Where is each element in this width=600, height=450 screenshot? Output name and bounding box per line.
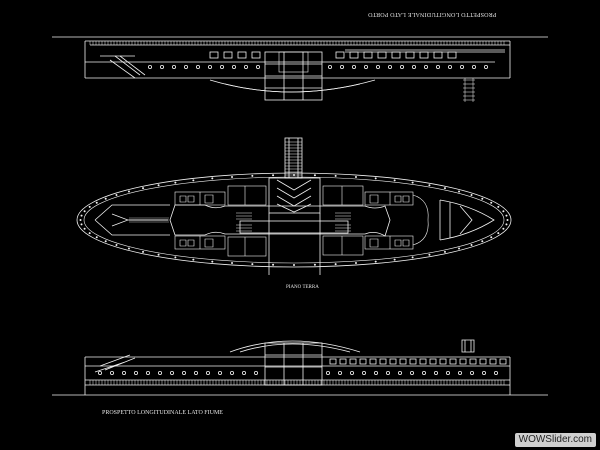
ground-floor-plan xyxy=(76,137,512,275)
bottom-elevation-title: PROSPETTO LONGITUDINALE LATO FIUME xyxy=(102,410,223,416)
plan-title: PIANO TERRA xyxy=(286,285,319,290)
top-elevation-title: PROSPETTO LONGITUDINALE LATO PORTO xyxy=(368,11,497,17)
top-elevation xyxy=(52,36,548,102)
watermark: WOWSlider.com xyxy=(514,433,596,447)
bottom-elevation xyxy=(52,339,548,396)
